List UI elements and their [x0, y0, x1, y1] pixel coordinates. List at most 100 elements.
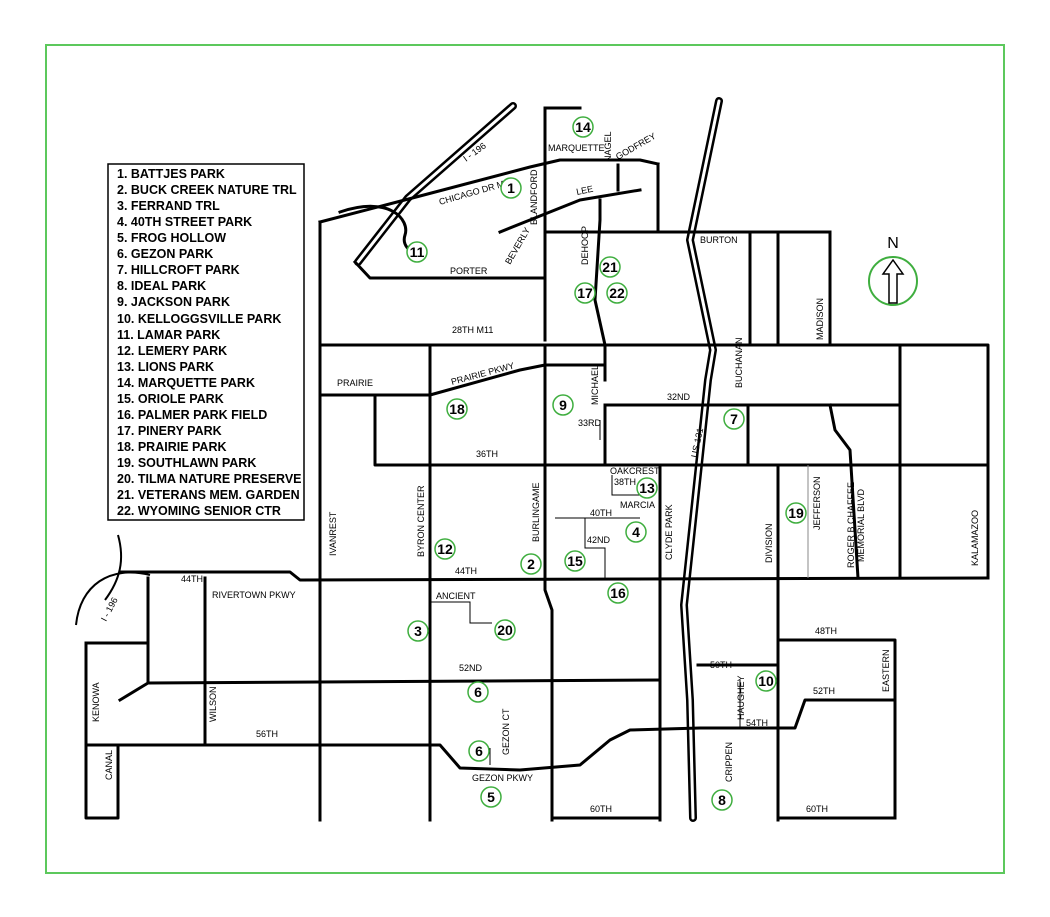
street-label-eastern: EASTERN	[881, 649, 891, 692]
street-label-wilson: WILSON	[208, 686, 218, 722]
park-marker[interactable]: 1	[500, 177, 522, 199]
street-label-burlingame: BURLINGAME	[531, 482, 541, 542]
legend-item: 21. VETERANS MEM. GARDEN	[117, 488, 300, 502]
street-label-burton: BURTON	[700, 235, 738, 245]
svg-text:16: 16	[610, 585, 626, 601]
park-marker[interactable]: 5	[480, 786, 502, 808]
street-label-michael: MICHAEL	[590, 365, 600, 405]
svg-text:17: 17	[577, 285, 593, 301]
street-label-40th: 40TH	[590, 508, 612, 518]
street-label-gezon-pkwy: GEZON PKWY	[472, 773, 533, 783]
park-marker[interactable]: 15	[564, 550, 586, 572]
svg-text:15: 15	[567, 553, 583, 569]
street-label-division: DIVISION	[764, 523, 774, 563]
park-marker[interactable]: 21	[599, 256, 621, 278]
street-label-nagel: NAGEL	[603, 131, 613, 162]
street-label-roger-b-chaffee: ROGER B CHAFFEE	[846, 482, 856, 568]
park-marker[interactable]: 10	[755, 670, 777, 692]
street-label-32nd: 32ND	[667, 392, 691, 402]
park-marker[interactable]: 12	[434, 538, 456, 560]
svg-text:3: 3	[414, 623, 422, 639]
svg-text:10: 10	[758, 673, 774, 689]
park-marker[interactable]: 17	[574, 282, 596, 304]
street-label-44th-west: 44TH	[181, 574, 203, 584]
park-marker[interactable]: 13	[636, 477, 658, 499]
street-label-52nd: 52ND	[459, 663, 483, 673]
legend-item: 14. MARQUETTE PARK	[117, 376, 255, 390]
street-label-60th-a: 60TH	[590, 804, 612, 814]
legend-item: 4. 40TH STREET PARK	[117, 215, 252, 229]
north-label: N	[887, 235, 899, 252]
north-arrow-icon	[881, 258, 905, 304]
street-label-marcia: MARCIA	[620, 500, 655, 510]
street-label-byron-center: BYRON CENTER	[416, 485, 426, 557]
park-marker[interactable]: 19	[785, 502, 807, 524]
park-markers: 1 2 3 4 5 6 6 7 8 9 10 11 12 13 14 15 16…	[406, 116, 807, 811]
svg-text:20: 20	[497, 622, 513, 638]
legend-item: 13. LIONS PARK	[117, 360, 214, 374]
park-marker[interactable]: 14	[572, 116, 594, 138]
street-label-44th: 44TH	[455, 566, 477, 576]
svg-text:5: 5	[487, 789, 495, 805]
legend-item: 22. WYOMING SENIOR CTR	[117, 504, 281, 518]
legend-item: 11. LAMAR PARK	[117, 328, 220, 342]
park-marker[interactable]: 3	[407, 620, 429, 642]
legend-item: 1. BATTJES PARK	[117, 167, 225, 181]
street-label-50th: 50TH	[710, 660, 732, 670]
legend: 1. BATTJES PARK 2. BUCK CREEK NATURE TRL…	[107, 163, 305, 521]
svg-text:19: 19	[788, 505, 804, 521]
svg-text:6: 6	[475, 743, 483, 759]
legend-item: 16. PALMER PARK FIELD	[117, 408, 267, 422]
street-label-ivanrest: IVANREST	[328, 511, 338, 556]
street-label-i196-south: I - 196	[99, 596, 120, 623]
park-marker[interactable]: 16	[607, 582, 629, 604]
park-marker[interactable]: 11	[406, 241, 428, 263]
street-label-38th: 38TH	[614, 477, 636, 487]
svg-text:11: 11	[410, 244, 425, 260]
park-marker[interactable]: 20	[494, 619, 516, 641]
street-label-gezon-ct: GEZON CT	[501, 708, 511, 755]
legend-item: 12. LEMERY PARK	[117, 344, 227, 358]
svg-text:6: 6	[474, 684, 482, 700]
street-label-godfrey: GODFREY	[614, 131, 658, 162]
street-label-52th: 52TH	[813, 686, 835, 696]
street-label-jefferson: JEFFERSON	[812, 476, 822, 530]
legend-item: 2. BUCK CREEK NATURE TRL	[117, 183, 297, 197]
park-marker[interactable]: 6	[468, 740, 490, 762]
street-label-kalamazoo: KALAMAZOO	[970, 510, 980, 566]
street-label-33rd: 33RD	[578, 418, 602, 428]
street-label-blandford: BLANDFORD	[529, 169, 539, 225]
legend-item: 5. FROG HOLLOW	[117, 231, 226, 245]
street-label-prairie: PRAIRIE	[337, 378, 373, 388]
svg-text:7: 7	[730, 411, 738, 427]
svg-text:22: 22	[609, 285, 625, 301]
street-label-buchanan: BUCHANAN	[734, 337, 744, 388]
street-label-60th-b: 60TH	[806, 804, 828, 814]
park-marker[interactable]: 2	[520, 553, 542, 575]
street-label-memorial-blvd: MEMORIAL BLVD	[856, 488, 866, 562]
svg-text:8: 8	[718, 792, 726, 808]
legend-item: 19. SOUTHLAWN PARK	[117, 456, 256, 470]
legend-item: 8. IDEAL PARK	[117, 279, 206, 293]
park-marker[interactable]: 18	[446, 398, 468, 420]
park-marker[interactable]: 7	[723, 408, 745, 430]
legend-item: 15. ORIOLE PARK	[117, 392, 224, 406]
park-marker[interactable]: 22	[606, 282, 628, 304]
legend-item: 20. TILMA NATURE PRESERVE	[117, 472, 302, 486]
park-marker[interactable]: 4	[625, 521, 647, 543]
legend-item: 6. GEZON PARK	[117, 247, 213, 261]
legend-item: 3. FERRAND TRL	[117, 199, 220, 213]
street-label-porter: PORTER	[450, 266, 488, 276]
park-marker[interactable]: 8	[711, 789, 733, 811]
map-frame	[45, 44, 1005, 874]
street-label-haughey: HAUGHEY	[736, 675, 746, 720]
park-marker[interactable]: 6	[467, 681, 489, 703]
street-label-marquette: MARQUETTE	[548, 143, 605, 153]
street-label-56th: 56TH	[256, 729, 278, 739]
street-label-42nd: 42ND	[587, 535, 611, 545]
legend-item: 18. PRAIRIE PARK	[117, 440, 227, 454]
legend-box	[107, 163, 305, 521]
street-label-kenowa: KENOWA	[91, 682, 101, 722]
park-marker[interactable]: 9	[552, 394, 574, 416]
